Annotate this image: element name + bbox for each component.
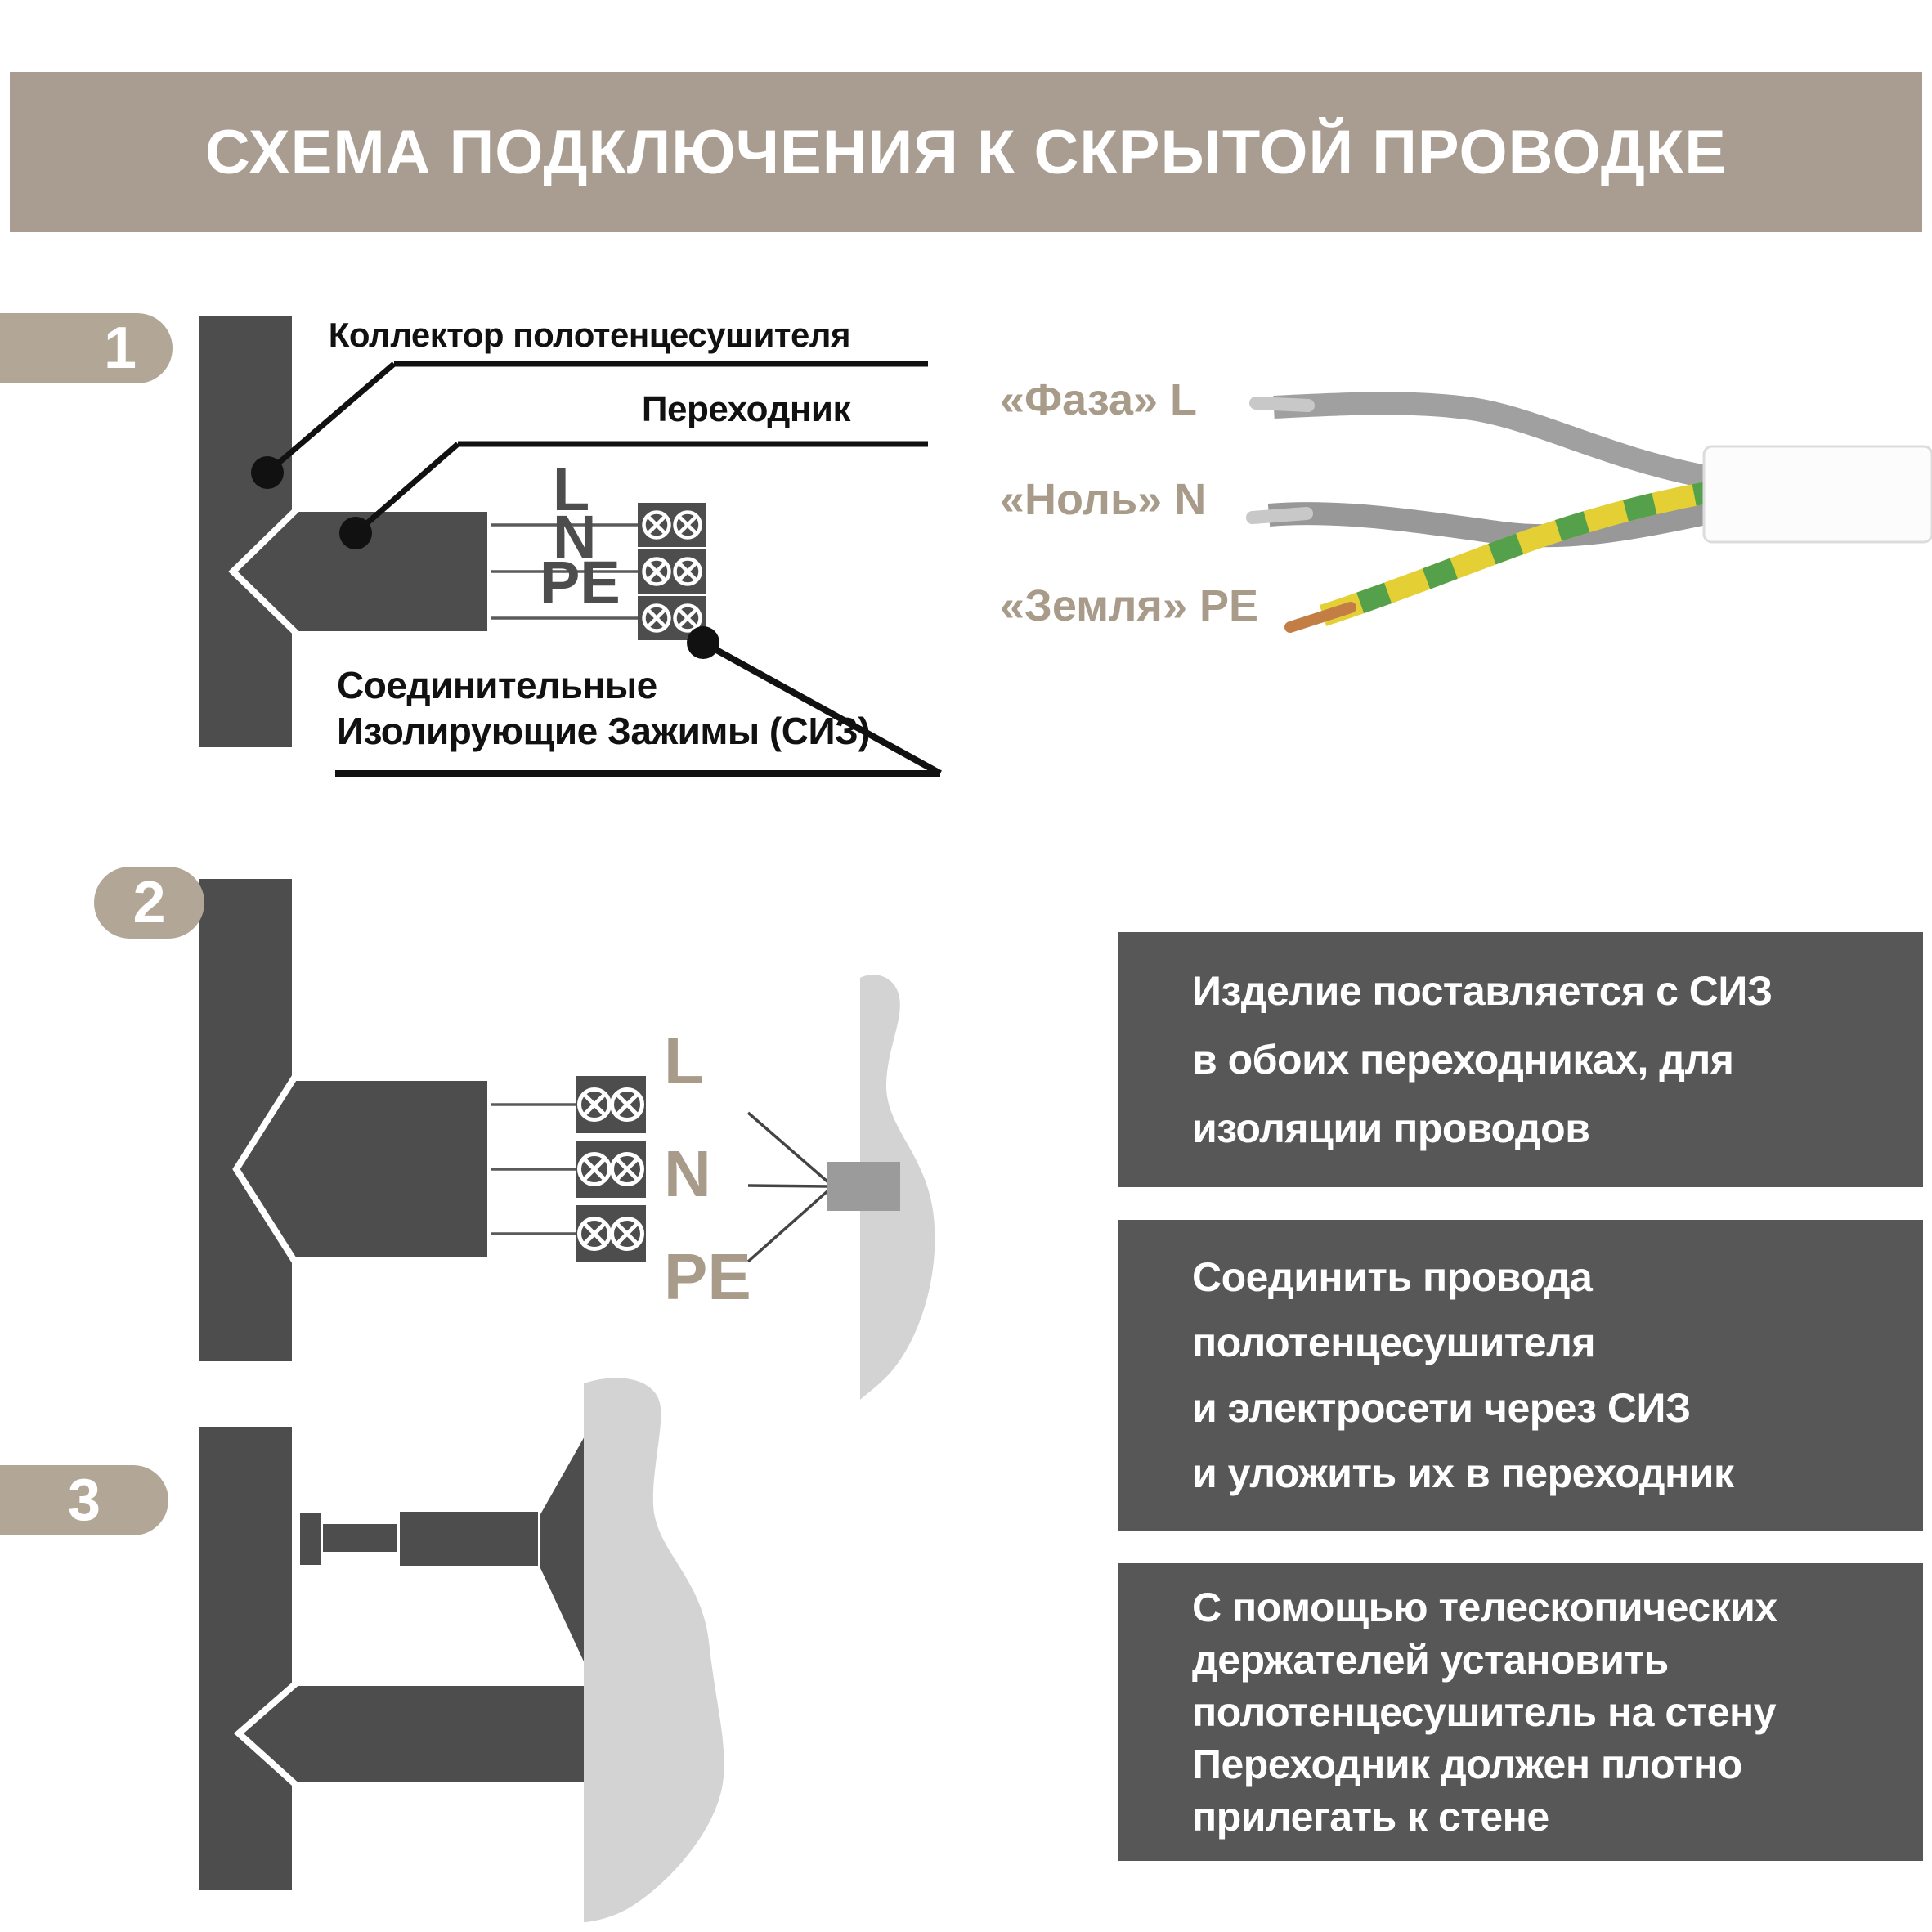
note-text: и электросети через СИЗ [1192,1385,1691,1431]
step-badge-1: 1 [0,313,173,383]
note-text: С помощью телескопических [1192,1585,1777,1630]
wire-label-phase: «Фаза» L [1000,375,1197,424]
label-siz-line1: Соединительные [337,664,657,706]
terminal-block-n-step2 [576,1141,646,1198]
holder-cone [540,1429,589,1672]
terminal-block-pe-step2 [576,1205,646,1262]
note-text: Переходник должен плотно [1192,1741,1742,1787]
lead-line-l-step2 [746,1111,830,1184]
holder-rod [323,1524,397,1552]
callout-adapter-line [339,441,928,549]
neutral-wire-tip [1246,507,1313,524]
phase-wire-tip [1249,397,1315,412]
label-siz-line2: Изолирующие Зажимы (СИЗ) [337,710,871,752]
callout-siz-line [335,626,942,777]
collector-bar-step3 [199,1427,292,1890]
note-text: и уложить их в переходник [1192,1450,1734,1496]
terminal-label-l-step2: L [664,1024,704,1097]
terminal-label-pe-step2: PE [664,1240,751,1313]
header-bar: СХЕМА ПОДКЛЮЧЕНИЯ К СКРЫТОЙ ПРОВОДКЕ [10,72,1922,232]
note-text: полотенцесушитель на стену [1192,1689,1777,1735]
telescopic-holder [300,1429,589,1672]
wire-label-ground: «Земля» PE [1000,581,1259,630]
terminal-block-n-step1 [638,549,706,594]
adapter-arrow-step3 [233,1679,592,1789]
note-text: в обоих переходниках, для [1192,1037,1734,1083]
neutral-wire [1267,502,1708,548]
note-text: держателей установить [1192,1637,1669,1683]
wall-cutaway-step3 [584,1378,724,1922]
page-title: СХЕМА ПОДКЛЮЧЕНИЯ К СКРЫТОЙ ПРОВОДКЕ [204,117,1727,187]
note-text: полотенцесушителя [1192,1320,1596,1365]
terminal-label-n-step2: N [664,1137,711,1210]
phase-wire [1273,392,1708,488]
note-text: изоляции проводов [1192,1105,1590,1151]
terminal-block-l-step1 [638,503,706,547]
note-box-2: Соединить провода полотенцесушителя и эл… [1118,1220,1923,1531]
terminal-block-l-step2 [576,1076,646,1133]
terminal-label-pe-step1: PE [540,549,621,616]
step-badge-3: 3 [0,1465,168,1535]
holder-telescope [400,1512,538,1566]
cable-sheath [1702,445,1932,544]
junction-box [827,1162,900,1211]
callout-collector-line [251,361,928,489]
note-box-1: Изделие поставляется с СИЗ в обоих перех… [1118,932,1923,1187]
label-siz: Соединительные Изолирующие Зажимы (СИЗ) [337,662,871,754]
terminal-label-l-step1: L [553,455,590,523]
note-box-3: С помощью телескопических держателей уст… [1118,1563,1923,1861]
ground-wire [1319,481,1711,626]
label-adapter: Переходник [641,389,851,429]
lead-line-pe-step2 [746,1189,830,1263]
ground-wire-copper-tip [1284,602,1356,633]
power-cable-photo [1246,392,1932,633]
label-collector: Коллектор полотенцесушителя [328,316,851,354]
note-text: Соединить провода [1192,1254,1593,1300]
wire-label-neutral: «Ноль» N [1000,475,1207,524]
holder-cap [300,1513,321,1565]
terminal-label-n-step1: N [553,503,597,571]
adapter-arrow-step2 [232,1074,494,1264]
note-text: прилегать к стене [1192,1794,1549,1840]
note-text: Изделие поставляется с СИЗ [1192,968,1773,1014]
step-badge-2: 2 [94,867,204,939]
